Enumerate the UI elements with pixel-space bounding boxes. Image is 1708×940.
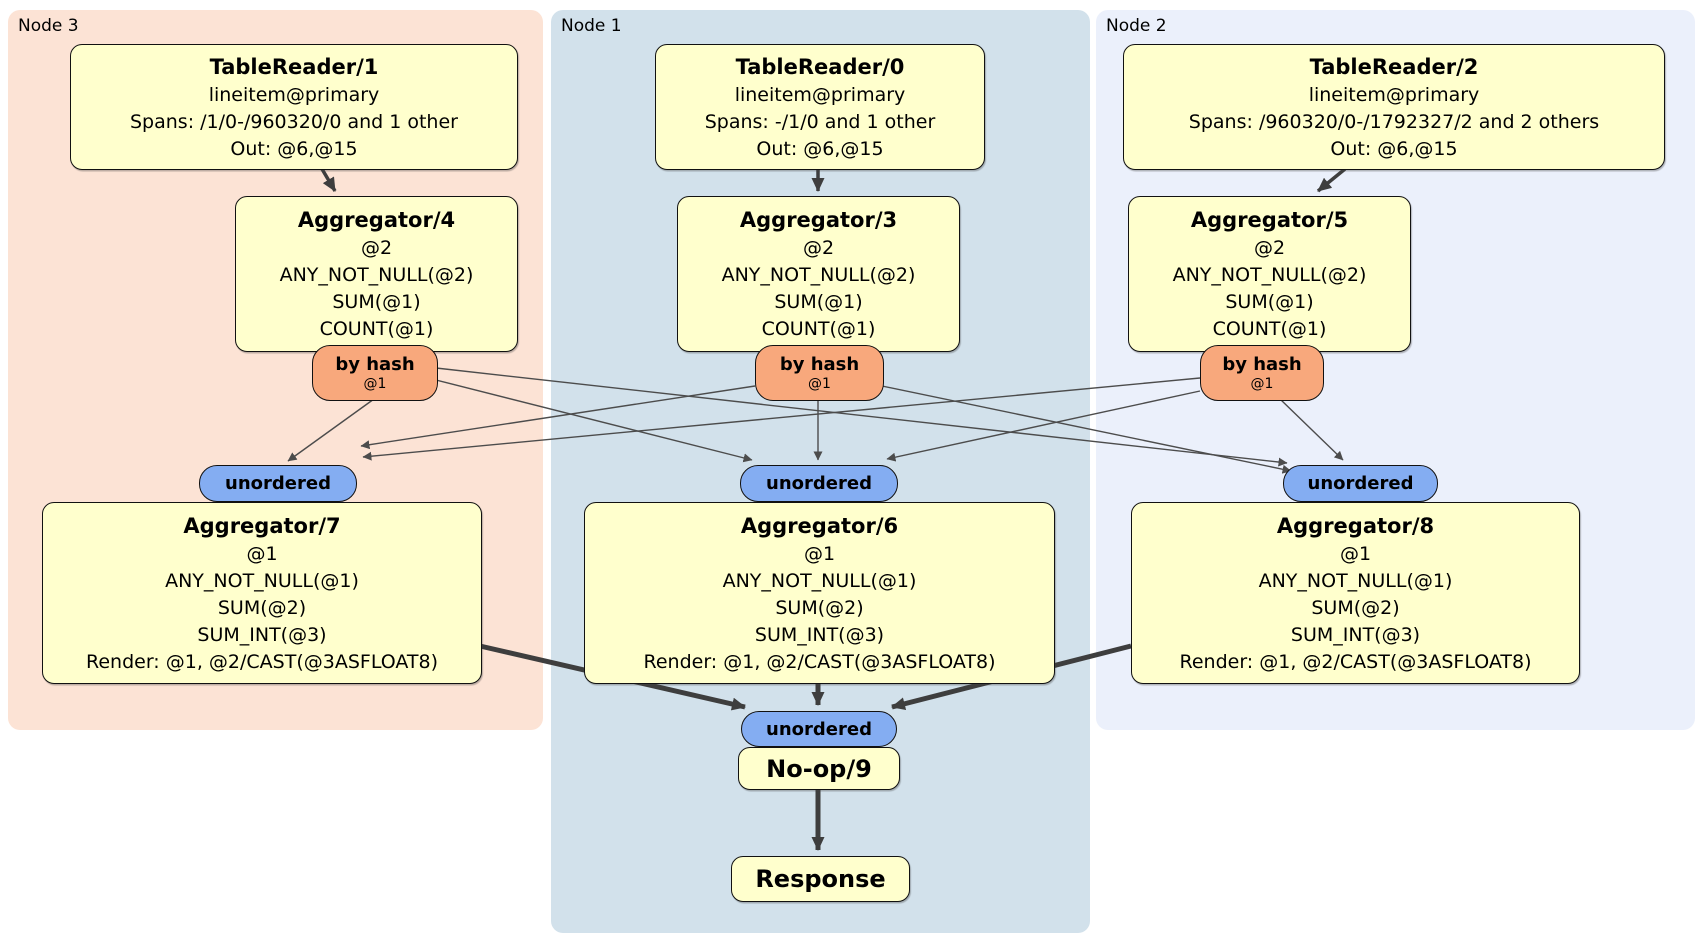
node-detail-line: SUM(@1) <box>1225 291 1314 313</box>
node-detail-line: lineitem@primary <box>734 83 906 106</box>
router-key: @1 <box>363 375 387 392</box>
node-detail-line: SUM(@2) <box>1311 596 1400 619</box>
sync-unordered-node1: unordered <box>740 465 898 502</box>
node-detail-line: lineitem@primary <box>208 83 380 106</box>
node-title: Aggregator/7 <box>183 513 341 538</box>
node-detail-line: COUNT(@1) <box>319 318 434 340</box>
node-detail-line: Out: @6,@15 <box>230 137 358 160</box>
router-by-hash-node3: by hash @1 <box>312 345 438 401</box>
node-tablereader-2: TableReader/2 lineitem@primary Spans: /9… <box>1123 44 1665 170</box>
node-title: Aggregator/3 <box>739 208 898 232</box>
edge-byhash5-unordered7 <box>362 377 1201 461</box>
router-key: @1 <box>808 375 831 392</box>
node-aggregator-3: Aggregator/3 @2 ANY_NOT_NULL(@2) SUM(@1)… <box>677 196 960 352</box>
sync-unordered-final: unordered <box>741 711 897 747</box>
sync-unordered-node2: unordered <box>1283 465 1438 502</box>
router-by-hash-node2: by hash @1 <box>1200 345 1324 401</box>
node-title: Aggregator/4 <box>297 208 456 232</box>
router-key: @1 <box>1250 375 1274 392</box>
node-title: Response <box>755 865 886 893</box>
edge-byhash3-unordered8 <box>881 385 1292 474</box>
edge-byhash4-unordered6 <box>435 379 753 463</box>
node-detail-line: @1 <box>803 542 836 565</box>
node-detail-line: ANY_NOT_NULL(@1) <box>1258 569 1453 592</box>
node-detail-line: lineitem@primary <box>1308 83 1480 106</box>
edge-byhash4-unordered8 <box>435 367 1288 467</box>
edge-byhash3-unordered7 <box>360 385 756 450</box>
edge-byhash4-unordered7 <box>287 398 375 462</box>
node-detail-line: Spans: /1/0-/960320/0 and 1 other <box>130 110 458 133</box>
node-title: No-op/9 <box>766 754 872 783</box>
node-detail-line: @2 <box>1253 237 1286 259</box>
node-detail-line: Spans: -/1/0 and 1 other <box>704 110 936 133</box>
node-response: Response <box>731 856 910 902</box>
node-detail-line: Render: @1, @2/CAST(@3ASFLOAT8) <box>86 650 438 673</box>
node-title: Aggregator/6 <box>740 513 899 538</box>
node-aggregator-4: Aggregator/4 @2 ANY_NOT_NULL(@2) SUM(@1)… <box>235 196 518 352</box>
node-title: TableReader/2 <box>1309 54 1479 79</box>
sync-unordered-node3: unordered <box>199 465 357 502</box>
node-detail-line: SUM_INT(@3) <box>754 623 885 646</box>
edge-byhash5-unordered8 <box>1279 398 1344 461</box>
router-label: by hash <box>335 353 415 375</box>
node-aggregator-8: Aggregator/8 @1 ANY_NOT_NULL(@1) SUM(@2)… <box>1131 502 1580 684</box>
region-label-node-1: Node 1 <box>561 16 622 36</box>
node-detail-line: COUNT(@1) <box>761 318 876 340</box>
region-label-node-2: Node 2 <box>1106 16 1167 36</box>
node-no-op-9: No-op/9 <box>738 747 900 790</box>
node-detail-line: Render: @1, @2/CAST(@3ASFLOAT8) <box>1179 650 1532 673</box>
node-tablereader-0: TableReader/0 lineitem@primary Spans: -/… <box>655 44 985 170</box>
node-detail-line: COUNT(@1) <box>1212 318 1327 340</box>
node-detail-line: ANY_NOT_NULL(@1) <box>722 569 917 592</box>
node-aggregator-5: Aggregator/5 @2 ANY_NOT_NULL(@2) SUM(@1)… <box>1128 196 1411 352</box>
edge-tablereader2-aggregator5 <box>1316 167 1347 193</box>
node-detail-line: SUM(@2) <box>775 596 864 619</box>
node-detail-line: @2 <box>802 237 835 259</box>
node-title: Aggregator/8 <box>1276 513 1435 538</box>
node-detail-line: @1 <box>246 542 278 565</box>
node-title: Aggregator/5 <box>1190 208 1349 232</box>
node-detail-line: SUM_INT(@3) <box>1290 623 1421 646</box>
node-tablereader-1: TableReader/1 lineitem@primary Spans: /1… <box>70 44 518 170</box>
node-aggregator-7: Aggregator/7 @1 ANY_NOT_NULL(@1) SUM(@2)… <box>42 502 482 684</box>
node-detail-line: SUM(@1) <box>332 291 421 313</box>
node-detail-line: Render: @1, @2/CAST(@3ASFLOAT8) <box>643 650 996 673</box>
node-detail-line: ANY_NOT_NULL(@2) <box>1172 264 1367 286</box>
node-detail-line: Out: @6,@15 <box>1330 137 1458 160</box>
router-label: by hash <box>1222 353 1302 375</box>
node-detail-line: SUM(@1) <box>774 291 863 313</box>
node-detail-line: @1 <box>1339 542 1372 565</box>
node-detail-line: ANY_NOT_NULL(@2) <box>279 264 474 286</box>
router-by-hash-node1: by hash @1 <box>755 345 884 401</box>
node-title: TableReader/1 <box>209 54 379 79</box>
node-detail-line: ANY_NOT_NULL(@1) <box>165 569 359 592</box>
node-detail-line: @2 <box>360 237 393 259</box>
node-aggregator-6: Aggregator/6 @1 ANY_NOT_NULL(@1) SUM(@2)… <box>584 502 1055 684</box>
node-detail-line: SUM(@2) <box>217 596 307 619</box>
region-label-node-3: Node 3 <box>18 16 79 36</box>
edge-tablereader1-aggregator4 <box>320 168 337 192</box>
node-detail-line: SUM_INT(@3) <box>197 623 327 646</box>
node-detail-line: Spans: /960320/0-/1792327/2 and 2 others <box>1188 110 1600 133</box>
node-detail-line: Out: @6,@15 <box>756 137 884 160</box>
router-label: by hash <box>779 353 860 375</box>
node-detail-line: ANY_NOT_NULL(@2) <box>721 264 916 286</box>
node-title: TableReader/0 <box>735 54 905 79</box>
edge-byhash5-unordered6 <box>886 390 1201 462</box>
